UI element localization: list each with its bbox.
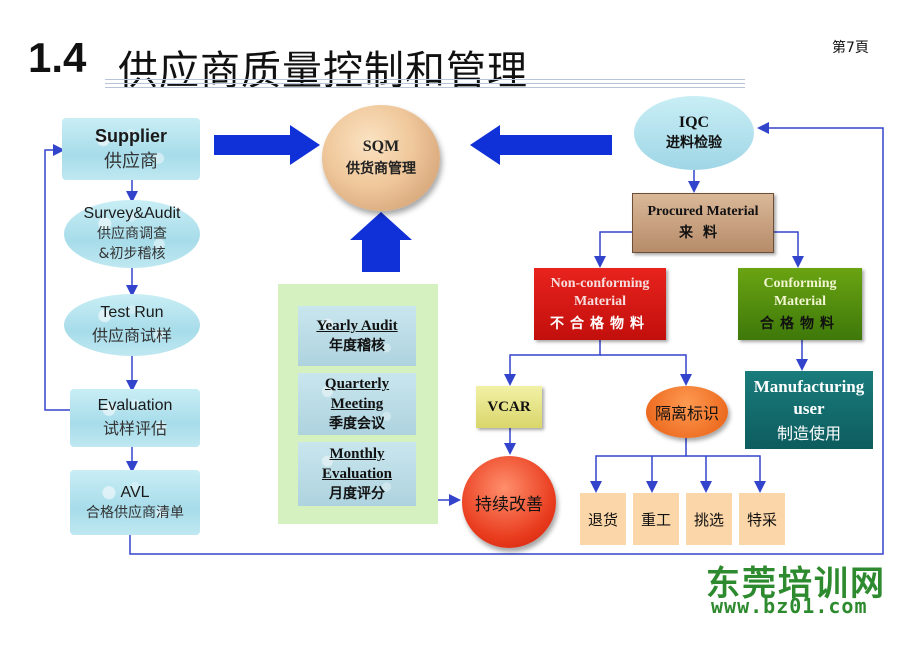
vcar-box: VCAR: [476, 386, 542, 428]
procured-en: Procured Material: [647, 204, 759, 219]
mfg-en-1: Manufacturing: [753, 377, 865, 396]
survey-cn-1: 供应商调查: [97, 226, 167, 242]
conf-cn: 合格物料: [760, 316, 840, 332]
sqm-circle: SQM 供货商管理: [322, 105, 440, 211]
section-number: 1.4: [28, 34, 87, 81]
conforming-box: Conforming Material 合格物料: [738, 268, 862, 340]
panel-to-sqm-arrow: [350, 212, 412, 272]
quarterly-cn: 季度会议: [329, 416, 385, 432]
sqm-cn: 供货商管理: [346, 161, 416, 177]
monthly-en-2: Evaluation: [321, 466, 393, 482]
conf-en-2: Material: [773, 294, 827, 309]
mfg-cn: 制造使用: [776, 424, 841, 443]
supplier-box: Supplier 供应商: [62, 118, 200, 180]
procured-to-conf-line: [772, 231, 804, 268]
monthly-en-1: Monthly: [329, 446, 385, 462]
action-special: 特采: [739, 493, 785, 545]
iqc-oval: IQC 进料检验: [634, 96, 754, 170]
isolation-oval: 隔离标识: [646, 386, 728, 438]
action-rework: 重工: [633, 493, 679, 545]
action-return: 退货: [580, 493, 626, 545]
title-rule-3: [105, 87, 745, 88]
mfg-en-2: user: [793, 399, 825, 418]
nonconf-en-2: Material: [573, 294, 627, 309]
monthly-cn: 月度评分: [329, 486, 385, 502]
survey-oval: Survey&Audit 供应商调查 &初步稽核: [64, 200, 200, 268]
procured-to-nonconf-line: [594, 231, 632, 268]
evaluation-to-supplier-line: [44, 144, 70, 411]
conf-en-1: Conforming: [763, 276, 837, 291]
iqc-cn: 进料检验: [666, 135, 722, 151]
nonconf-cn: 不合格物料: [550, 316, 650, 332]
quarterly-en-1: Quarterly: [324, 376, 390, 392]
survey-en: Survey&Audit: [83, 205, 181, 222]
evaluation-en: Evaluation: [97, 397, 173, 414]
iqc-en: IQC: [678, 114, 710, 131]
yearly-audit-box: Yearly Audit 年度稽核: [298, 306, 416, 366]
monthly-evaluation-box: Monthly Evaluation 月度评分: [298, 442, 416, 506]
nonconf-en-1: Non-conforming: [550, 276, 650, 291]
action-select: 挑选: [686, 493, 732, 545]
testrun-cn: 供应商试样: [91, 326, 172, 345]
watermark-logo-text: 东莞培训网: [706, 564, 886, 604]
continuous-improvement-circle: 持续改善: [462, 456, 556, 548]
title-rule-2: [105, 83, 745, 84]
avl-box: AVL 合格供应商清单: [70, 470, 200, 535]
testrun-oval: Test Run 供应商试样: [64, 294, 200, 356]
avl-en: AVL: [120, 483, 150, 501]
avl-cn: 合格供应商清单: [86, 504, 184, 521]
survey-cn-2: &初步稽核: [98, 246, 166, 262]
procured-cn: 来料: [679, 225, 727, 241]
section-title: 供应商质量控制和管理: [118, 48, 528, 94]
avl-to-iqc-loop: [129, 122, 884, 555]
iqc-to-sqm-arrow: [470, 125, 612, 165]
procured-material-box: Procured Material 来料: [632, 193, 774, 253]
quarterly-meeting-box: Quarterly Meeting 季度会议: [298, 373, 416, 435]
nonconf-to-isolation-line: [600, 354, 692, 386]
nonconforming-box: Non-conforming Material 不合格物料: [534, 268, 666, 340]
watermark-url: www.bz01.com: [711, 594, 868, 618]
supplier-to-sqm-arrow: [214, 125, 320, 165]
title-rule-1: [105, 79, 745, 80]
isolation-to-actions-line: [590, 438, 687, 493]
nonconf-split-line: [504, 340, 601, 386]
supplier-en: Supplier: [94, 125, 167, 146]
evaluation-box: Evaluation 试样评估: [70, 389, 200, 447]
manufacturing-box: Manufacturing user 制造使用: [745, 371, 873, 449]
yearly-cn: 年度稽核: [329, 338, 385, 354]
isolation-to-special-line: [686, 455, 766, 493]
testrun-en: Test Run: [100, 304, 164, 321]
supplier-cn: 供应商: [104, 150, 158, 172]
yearly-en: Yearly Audit: [316, 318, 398, 334]
quarterly-en-2: Meeting: [330, 396, 384, 412]
page-label: 第7頁: [832, 40, 869, 56]
sqm-en: SQM: [362, 138, 400, 155]
evaluation-cn: 试样评估: [102, 419, 167, 438]
